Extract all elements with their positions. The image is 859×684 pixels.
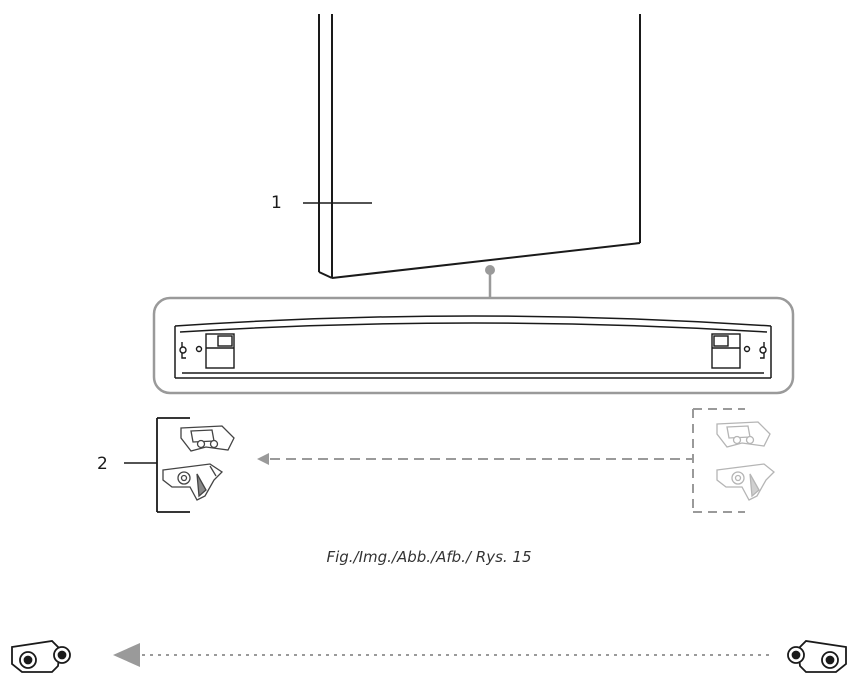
arrow-left-icon [257,453,269,465]
callout-2: 2 [97,454,108,474]
door-panel [318,14,641,279]
hinge-small-icon [11,640,71,673]
detail-frame [152,296,795,395]
figure-caption: Fig./Img./Abb./Afb./ Rys. 15 [326,548,531,566]
arrow-left-icon [113,643,140,667]
hinge-bracket-ghost-icon [716,421,775,501]
left-hinge-seat [179,333,235,369]
callout-1: 1 [271,193,282,213]
right-hinge-seat [711,333,767,369]
door-bottom-edge [174,315,772,379]
ghost-frame [692,408,745,513]
bracket-2 [156,417,190,513]
hinge-small-icon [787,640,847,673]
detail-connector [485,265,495,298]
hinge-bracket-icon [162,425,235,501]
